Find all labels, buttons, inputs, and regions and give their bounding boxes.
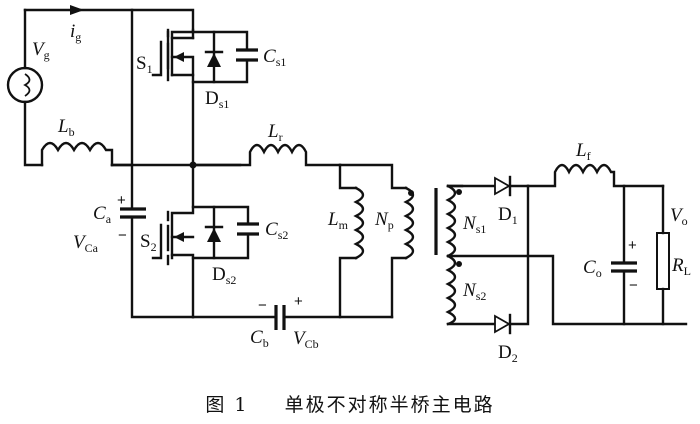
secondary-winding2-label: Ns2 bbox=[462, 280, 486, 303]
ca-plus-sign: + bbox=[117, 192, 126, 209]
figure-caption: 图 1 单极不对称半桥主电路 bbox=[0, 390, 700, 417]
body-diode-snubber-s1 bbox=[191, 30, 258, 84]
filter-inductor-label: Lf bbox=[575, 140, 591, 163]
body-diode-snubber-s2 bbox=[191, 205, 259, 260]
magnetizing-inductor bbox=[338, 163, 365, 319]
switch-s1-label: S1 bbox=[136, 53, 153, 76]
switch-s1-mosfet bbox=[151, 28, 195, 167]
polarity-dot-np bbox=[408, 190, 414, 196]
rectifier-diode2-label: D2 bbox=[498, 342, 518, 365]
ac-voltage-source bbox=[6, 66, 44, 104]
secondary-winding-ns1 bbox=[445, 184, 464, 258]
output-voltage-label: Vo bbox=[670, 205, 688, 228]
magnetizing-inductor-label: Lm bbox=[327, 209, 349, 232]
source-label: Vg bbox=[32, 39, 50, 62]
boost-inductor bbox=[40, 141, 114, 167]
bus-capacitor-ca bbox=[120, 163, 195, 319]
current-arrow-icon bbox=[70, 5, 84, 15]
bus-cap-ca-label: Ca bbox=[93, 203, 112, 226]
polarity-dot-ns1 bbox=[456, 189, 462, 195]
blocking-capacitor-cb bbox=[191, 305, 394, 330]
rectifier-diode1-label: D1 bbox=[498, 204, 518, 227]
snubber-cap-cs1-label: Cs1 bbox=[263, 46, 286, 69]
filter-inductor bbox=[526, 163, 665, 188]
diode-ds1-icon bbox=[207, 53, 221, 67]
source-current-label: ig bbox=[70, 21, 81, 44]
output-capacitor bbox=[611, 184, 637, 326]
rectifier-diode-d1 bbox=[446, 175, 530, 197]
switch-s2-mosfet bbox=[151, 163, 195, 319]
cb-plus-sign: + bbox=[294, 293, 303, 310]
polarity-dot-ns2 bbox=[456, 261, 462, 267]
blocking-voltage-label: VCb bbox=[293, 328, 319, 351]
rectifier-diode-d2 bbox=[494, 184, 530, 335]
primary-winding-label: Np bbox=[374, 209, 394, 232]
primary-winding bbox=[338, 163, 415, 319]
ca-minus-sign: − bbox=[118, 227, 127, 244]
boost-inductor-label: Lb bbox=[57, 116, 75, 139]
bus-voltage-label: VCa bbox=[73, 232, 99, 255]
secondary-winding-ns2 bbox=[445, 254, 497, 326]
co-plus-sign: + bbox=[628, 237, 637, 254]
body-diode-ds2-label: Ds2 bbox=[212, 264, 236, 287]
load-resistor-label: RL bbox=[671, 255, 691, 278]
diode-ds2-icon bbox=[207, 228, 221, 242]
resonant-inductor bbox=[191, 143, 342, 167]
body-diode-ds1-label: Ds1 bbox=[205, 88, 229, 111]
co-minus-sign: − bbox=[629, 277, 638, 294]
center-tap-wire bbox=[446, 254, 688, 326]
cb-minus-sign: − bbox=[258, 297, 267, 314]
caption-number: 图 1 bbox=[205, 394, 249, 416]
input-source-loop bbox=[23, 5, 242, 167]
output-cap-label: Co bbox=[583, 257, 602, 280]
switch-s2-label: S2 bbox=[140, 231, 157, 254]
caption-title: 单极不对称半桥主电路 bbox=[284, 394, 495, 416]
resonant-inductor-label: Lr bbox=[267, 121, 283, 144]
load-resistor bbox=[656, 184, 670, 326]
secondary-winding1-label: Ns1 bbox=[462, 213, 486, 236]
snubber-cap-cs2-label: Cs2 bbox=[265, 219, 288, 242]
blocking-cap-label: Cb bbox=[250, 327, 269, 350]
